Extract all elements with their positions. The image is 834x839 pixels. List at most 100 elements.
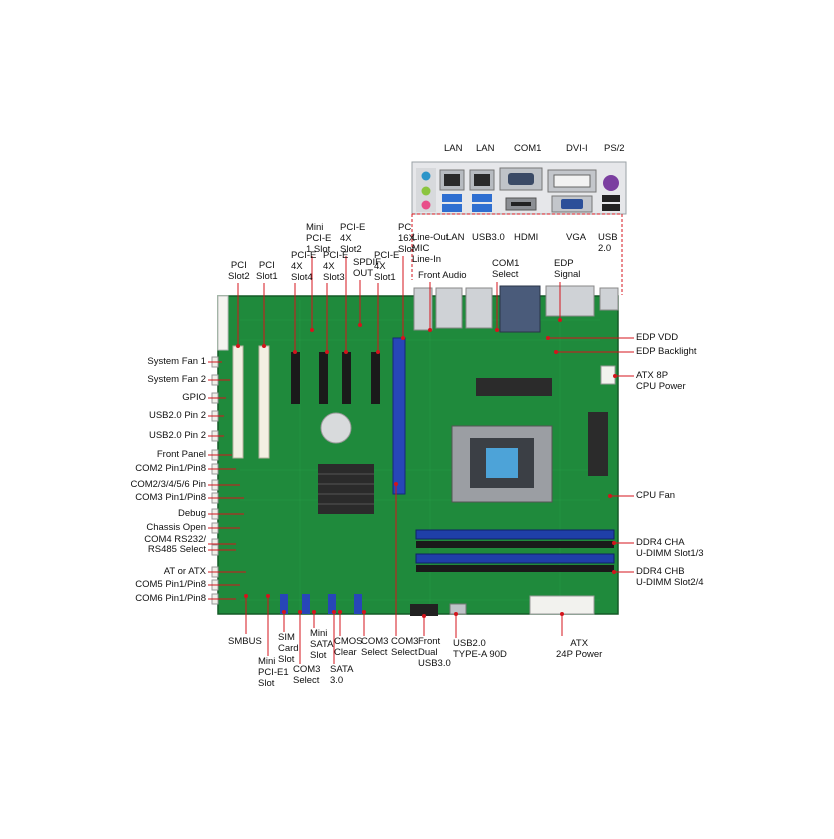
top-dot-1 — [262, 344, 266, 348]
bottom-dot-3 — [298, 610, 302, 614]
cmos-battery — [320, 412, 352, 444]
left-label-6: COM2 Pin1/Pin8 — [135, 463, 206, 474]
top-dot-10 — [495, 328, 499, 332]
io-label-audio: Line-Out MIC Line-In — [412, 232, 449, 265]
label-pci-slot1: PCI Slot1 — [256, 260, 278, 282]
pcie-x4-slots — [291, 352, 380, 404]
bottom-dot-1 — [266, 594, 270, 598]
leader-lines — [208, 213, 634, 664]
label-usb20-typea: USB2.0 TYPE-A 90D — [453, 638, 507, 660]
bottom-dot-7 — [362, 610, 366, 614]
usb3-port-2a — [472, 194, 492, 202]
atx8-connector — [600, 365, 616, 385]
label-pcie16x-slot: PC 16X Slot — [398, 222, 415, 255]
label-sim-card-slot: SIM Card Slot — [278, 632, 299, 665]
usb2-port-b — [602, 204, 620, 211]
label-pcie4x-slot1: PCI-E 4X Slot1 — [374, 250, 400, 283]
front-usb3-header — [410, 604, 438, 616]
left-label-4: USB2.0 Pin 2 — [148, 430, 206, 441]
bottom-dot-5 — [332, 610, 336, 614]
left-label-2: GPIO — [182, 392, 206, 403]
left-pin-headers — [211, 356, 219, 605]
io-label-lan-bottom: LAN — [446, 232, 465, 243]
left-label-8: COM3 Pin1/Pin8 — [135, 492, 206, 503]
right-dot-3 — [608, 494, 612, 498]
io-label-usb20: USB 2.0 — [598, 232, 618, 254]
left-label-10: Chassis Open — [146, 522, 206, 533]
left-label-3: USB2.0 Pin 2 — [148, 410, 206, 421]
io-label-com1: COM1 — [514, 143, 542, 154]
label-com3-select-b: COM3 Select — [361, 636, 389, 658]
top-dot-11 — [558, 318, 562, 322]
label-ddr4-cha: DDR4 CHA U-DIMM Slot1/3 — [636, 537, 704, 559]
bottom-dot-11 — [560, 612, 564, 616]
label-pci-slot2: PCI Slot2 — [228, 260, 250, 282]
label-sata30: SATA 3.0 — [330, 664, 354, 686]
left-label-9: Debug — [178, 508, 206, 519]
top-dot-4 — [325, 350, 329, 354]
ps2-port — [603, 175, 619, 191]
label-com3-select-dual: COM3 Select — [391, 636, 419, 658]
dimm-slots — [415, 529, 615, 572]
bottom-dot-10 — [454, 612, 458, 616]
label-mini-sata-slot: Mini SATA Slot — [310, 628, 334, 661]
label-mini-pcie1: Mini PCI-E 1 Slot — [306, 222, 332, 255]
label-atx8p: ATX 8P CPU Power — [636, 370, 686, 392]
label-atx24p: ATX 24P Power — [556, 638, 603, 660]
right-dot-4 — [612, 541, 616, 545]
label-com3-select-a: COM3 Select — [293, 664, 321, 686]
io-label-hdmi: HDMI — [514, 232, 539, 243]
top-dot-0 — [236, 344, 240, 348]
top-dot-2 — [293, 350, 297, 354]
right-dot-5 — [612, 570, 616, 574]
bottom-dot-2 — [282, 610, 286, 614]
usb3-port-1a — [442, 194, 462, 202]
usb3-port-1b — [442, 204, 462, 212]
io-label-usb30: USB3.0 — [472, 232, 505, 243]
label-front-audio: Front Audio — [418, 270, 467, 281]
cpu-area — [451, 378, 608, 503]
bottom-dot-0 — [244, 594, 248, 598]
label-cpu-fan: CPU Fan — [636, 490, 676, 501]
usb2-port-a — [602, 195, 620, 202]
right-dot-2 — [613, 374, 617, 378]
pcie-x16-slot — [392, 337, 406, 495]
label-cmos-clear: CMOS Clear — [334, 636, 363, 658]
left-label-12: RS485 Select — [147, 544, 206, 555]
top-dot-5 — [344, 350, 348, 354]
label-mini-pcie1-slot: Mini PCI-E1 Slot — [258, 656, 289, 689]
sata-ports — [280, 594, 362, 614]
chipset-heatsink — [318, 464, 374, 514]
top-dot-8 — [401, 336, 405, 340]
bottom-dot-8 — [394, 482, 398, 486]
label-pcie4x-slot3: PCI-E 4X Slot3 — [323, 250, 349, 283]
label-edp-vdd: EDP VDD — [636, 332, 679, 343]
label-edp-signal: EDP Signal — [554, 258, 581, 280]
io-label-ps2: PS/2 — [604, 143, 625, 154]
left-label-15: COM6 Pin1/Pin8 — [135, 593, 206, 604]
label-pcie4x-slot2: PCI-E 4X Slot2 — [340, 222, 366, 255]
top-dot-3 — [310, 328, 314, 332]
right-dot-0 — [546, 336, 550, 340]
left-label-13: AT or ATX — [163, 566, 206, 577]
io-panel — [411, 161, 627, 215]
io-label-lan-1: LAN — [444, 143, 463, 154]
leader-dots — [236, 318, 617, 618]
atx24-connector — [529, 595, 595, 615]
left-label-7: COM2/3/4/5/6 Pin — [130, 479, 206, 490]
io-label-dvi: DVI-I — [566, 143, 588, 154]
label-pcie4x-slot4: PCI-E 4X Slot4 — [291, 250, 317, 283]
board-rear-connectors — [413, 285, 619, 333]
usb2-typea-port — [449, 603, 467, 615]
top-dot-7 — [376, 350, 380, 354]
label-ddr4-chb: DDR4 CHB U-DIMM Slot2/4 — [636, 566, 704, 588]
left-label-11: COM4 RS232/ — [144, 534, 206, 545]
label-edp-backlight: EDP Backlight — [636, 346, 697, 357]
right-dot-1 — [554, 350, 558, 354]
io-label-vga: VGA — [566, 232, 587, 243]
bottom-dot-6 — [338, 610, 342, 614]
io-label-lan-2: LAN — [476, 143, 495, 154]
usb3-port-2b — [472, 204, 492, 212]
